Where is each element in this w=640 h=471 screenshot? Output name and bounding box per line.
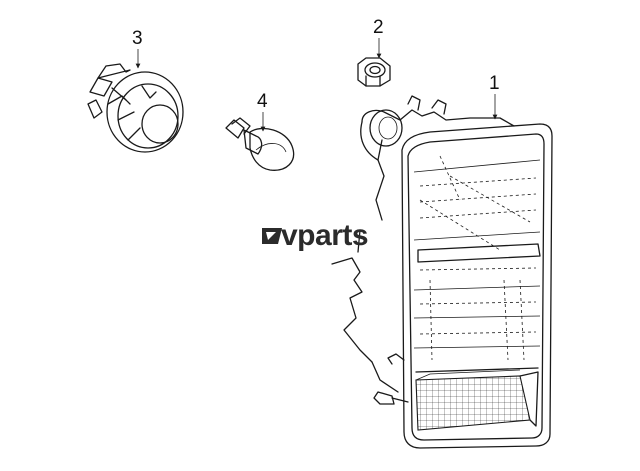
callout-4: 4: [257, 91, 268, 112]
tail-lamp-assembly: [331, 95, 553, 449]
callout-1: 1: [489, 73, 500, 94]
hex-nut: [357, 57, 391, 87]
watermark-text: vparts: [281, 219, 368, 252]
bulb: [225, 117, 295, 171]
watermark-logo: vparts: [262, 219, 369, 252]
bulb-socket: [87, 63, 184, 153]
callout-3: 3: [132, 28, 143, 49]
callout-2: 2: [373, 17, 384, 38]
